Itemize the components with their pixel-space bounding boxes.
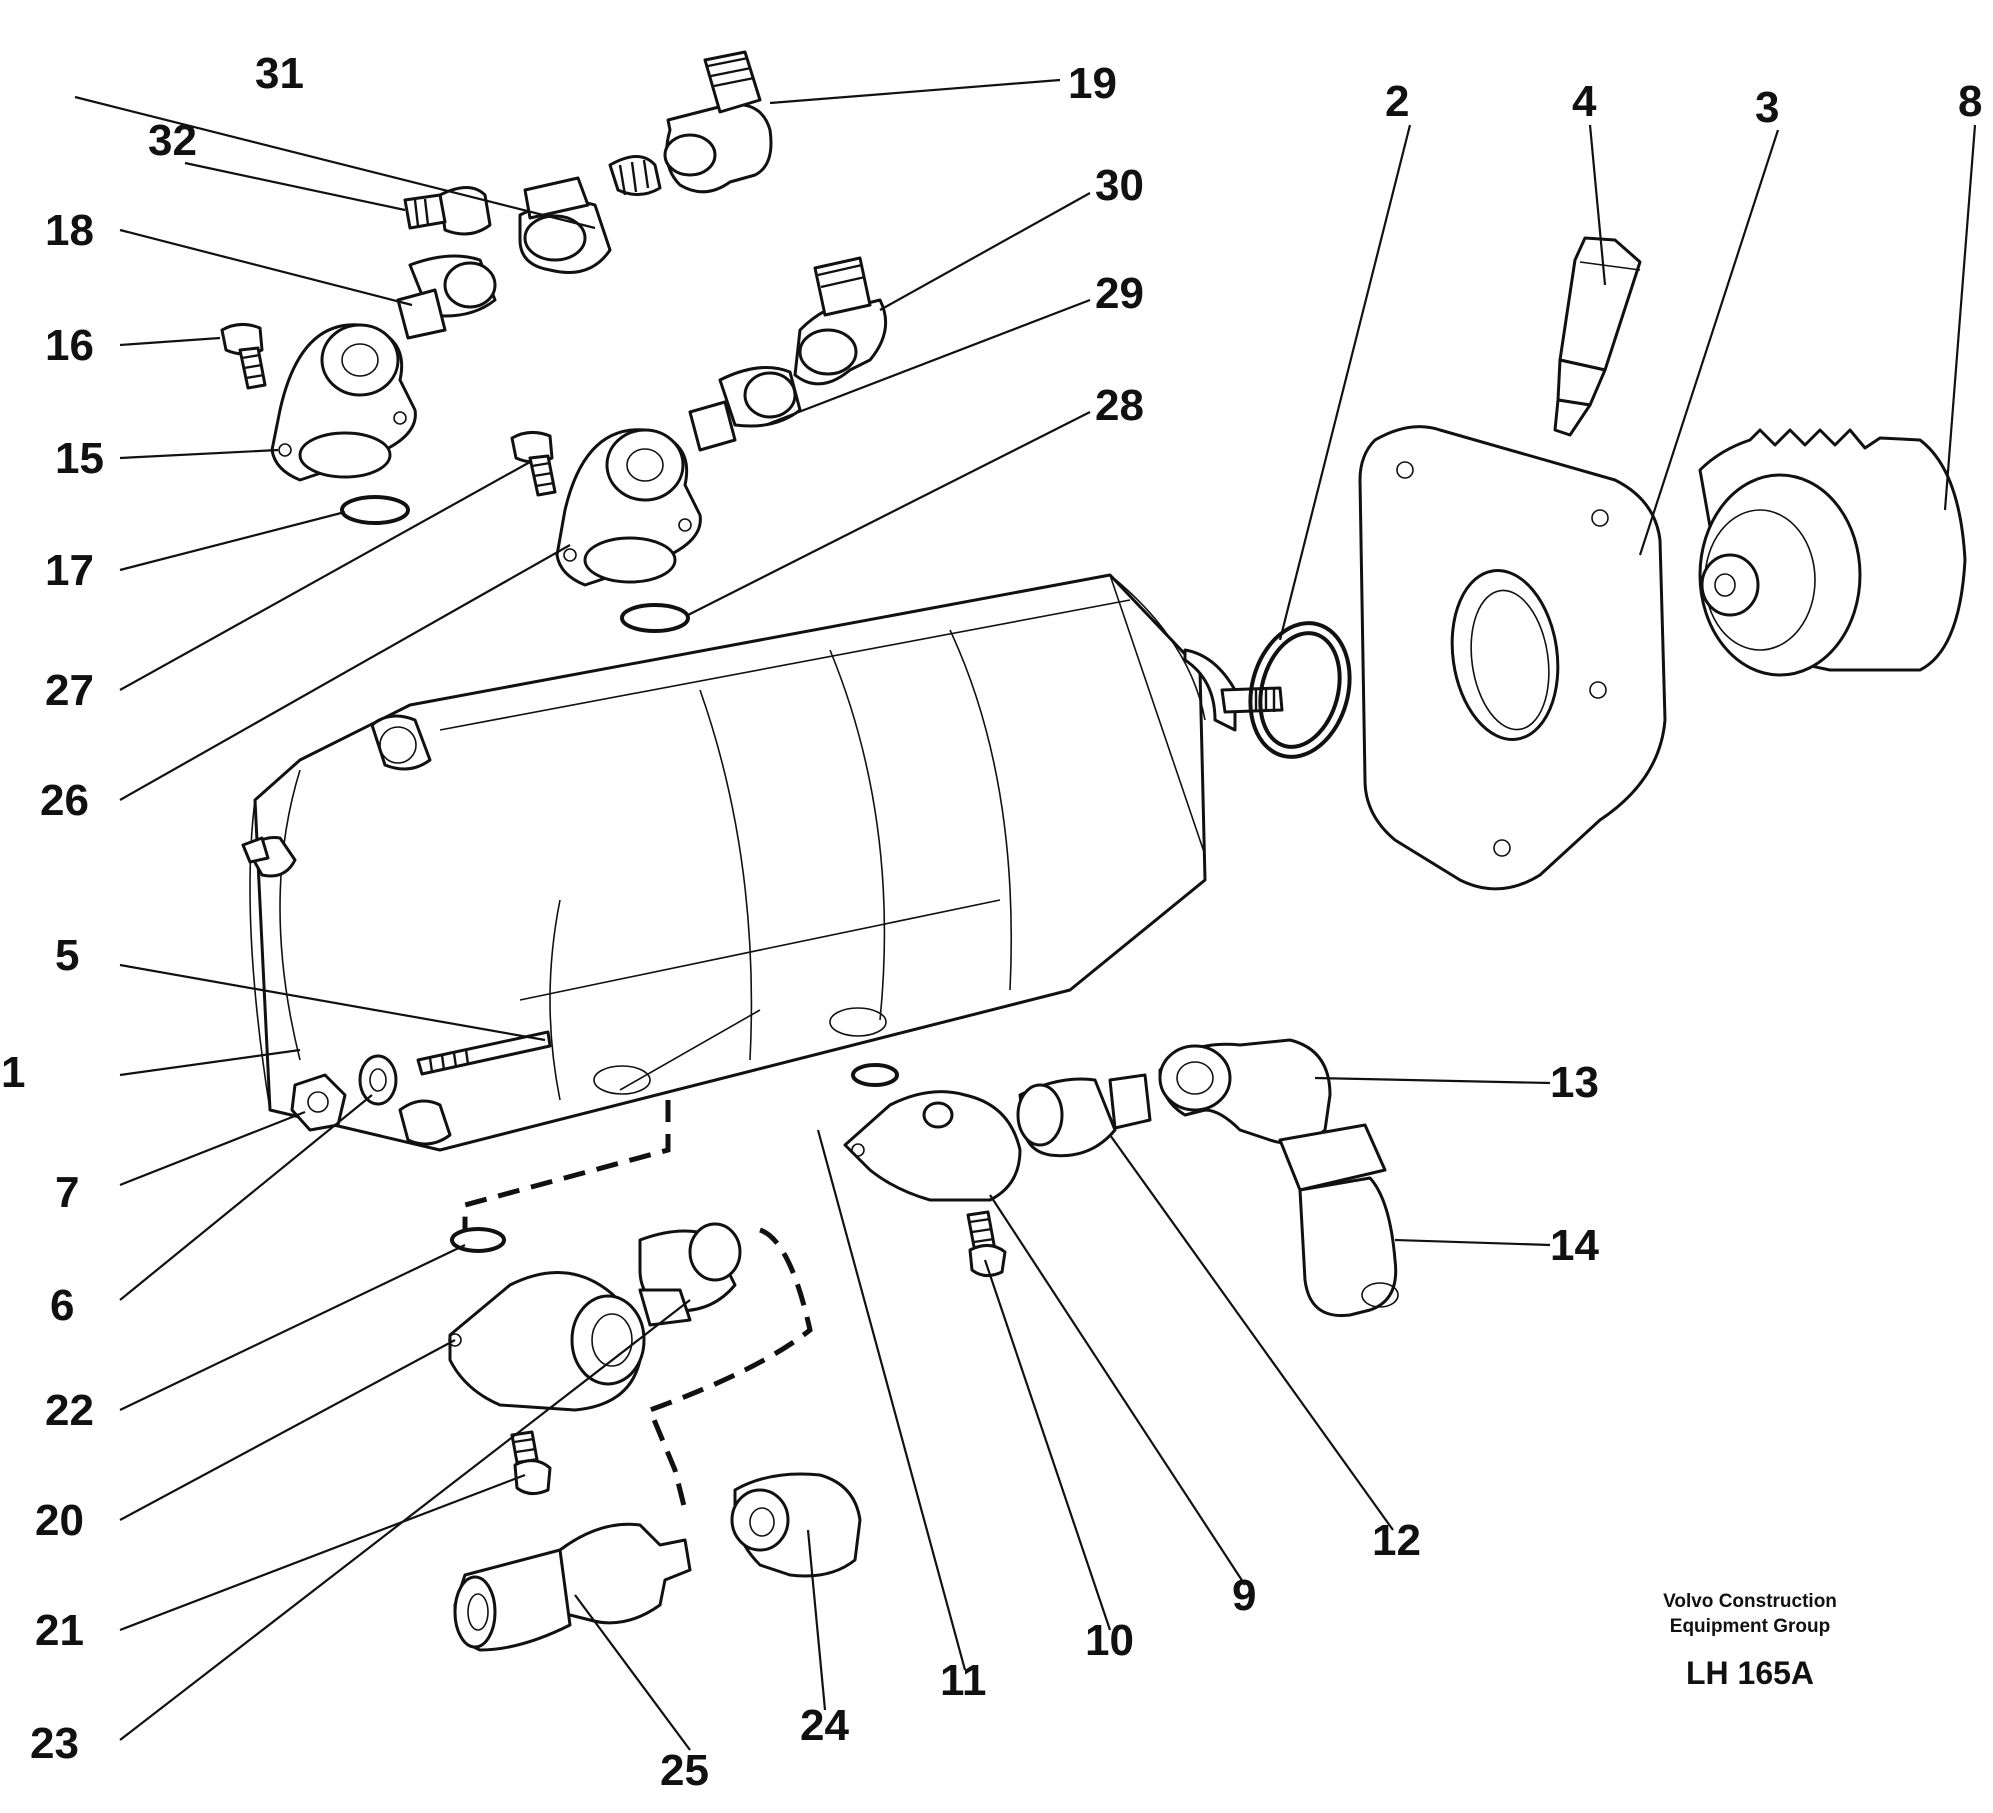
callout-25: 25 xyxy=(660,1746,709,1795)
leader-1 xyxy=(119,1048,301,1077)
callout-30: 30 xyxy=(1095,161,1144,210)
callout-23: 23 xyxy=(30,1719,79,1768)
callout-27: 27 xyxy=(45,666,94,715)
callout-4: 4 xyxy=(1572,77,1597,126)
leader-28 xyxy=(687,411,1091,616)
flange-gear-group xyxy=(1248,236,1967,891)
leader-5 xyxy=(119,963,546,1042)
callout-20: 20 xyxy=(35,1496,84,1545)
callout-labels: 1 2 3 4 5 6 7 8 9 10 11 12 13 14 15 16 1… xyxy=(1,49,1982,1795)
callout-14: 14 xyxy=(1550,1221,1599,1270)
leader-20 xyxy=(119,1339,456,1521)
leader-8 xyxy=(1943,124,1977,511)
leader-6 xyxy=(119,1094,373,1301)
leader-11 xyxy=(816,1129,967,1671)
leader-24 xyxy=(806,1529,827,1711)
leader-14 xyxy=(1394,1238,1551,1247)
figure-code: LH 165A xyxy=(1685,1655,1815,1691)
callout-17: 17 xyxy=(45,546,94,595)
leader-32 xyxy=(184,161,406,212)
leader-30 xyxy=(879,192,1091,311)
callout-22: 22 xyxy=(45,1386,94,1435)
callout-2: 2 xyxy=(1385,77,1409,126)
callout-24: 24 xyxy=(800,1701,849,1750)
callout-3: 3 xyxy=(1755,83,1779,132)
leader-31 xyxy=(74,95,596,230)
lower-left-fitting-group xyxy=(290,1054,862,1652)
leader-17 xyxy=(119,510,346,572)
lower-right-fitting-group xyxy=(843,1038,1399,1318)
leader-16 xyxy=(119,336,221,347)
callout-28: 28 xyxy=(1095,381,1144,430)
callout-11: 11 xyxy=(940,1656,987,1705)
callout-12: 12 xyxy=(1372,1516,1421,1565)
callout-26: 26 xyxy=(40,776,89,825)
callout-8: 8 xyxy=(1958,77,1982,126)
pump-body xyxy=(241,573,1284,1152)
callout-29: 29 xyxy=(1095,269,1144,318)
leader-27 xyxy=(119,461,531,691)
callout-6: 6 xyxy=(50,1281,74,1330)
leader-4 xyxy=(1588,124,1607,286)
callout-19: 19 xyxy=(1068,59,1117,108)
upper-left-fitting-group xyxy=(220,50,773,525)
leader-21 xyxy=(119,1473,526,1632)
callout-32: 32 xyxy=(148,116,197,165)
leader-23 xyxy=(119,1299,691,1741)
leader-26 xyxy=(119,544,571,801)
leader-15 xyxy=(119,448,279,460)
leader-9 xyxy=(989,1194,1246,1586)
leader-22 xyxy=(119,1244,466,1411)
leader-12 xyxy=(1109,1134,1394,1531)
leader-29 xyxy=(764,298,1091,427)
callout-31: 31 xyxy=(255,49,304,98)
leader-lines xyxy=(74,78,1977,1751)
callout-5: 5 xyxy=(55,931,79,980)
callout-15: 15 xyxy=(55,434,104,483)
leader-13 xyxy=(1314,1076,1551,1085)
leader-3 xyxy=(1638,129,1780,556)
callout-16: 16 xyxy=(45,321,94,370)
publisher-name-line2: Equipment Group xyxy=(1669,1616,1831,1637)
leader-7 xyxy=(119,1110,306,1187)
callout-21: 21 xyxy=(35,1606,84,1655)
leader-19 xyxy=(769,78,1061,105)
leader-2 xyxy=(1278,124,1412,641)
callout-1: 1 xyxy=(1,1048,25,1097)
leader-18 xyxy=(119,228,413,307)
callout-10: 10 xyxy=(1085,1616,1134,1665)
callout-9: 9 xyxy=(1232,1571,1256,1620)
callout-7: 7 xyxy=(55,1168,79,1217)
leader-25 xyxy=(574,1594,691,1751)
callout-13: 13 xyxy=(1550,1058,1599,1107)
publisher-name-line1: Volvo Construction xyxy=(1663,1591,1837,1612)
leader-10 xyxy=(983,1259,1112,1631)
center-fitting-group xyxy=(510,256,888,633)
callout-18: 18 xyxy=(45,206,94,255)
